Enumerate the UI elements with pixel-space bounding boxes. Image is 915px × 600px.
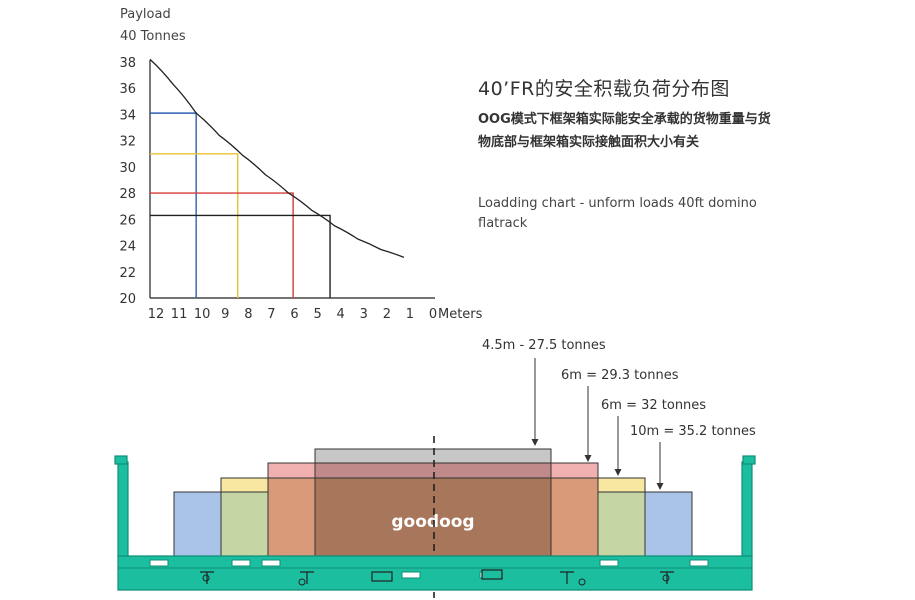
y-tick-label-9: 20 [119,292,136,307]
callout-label-1: 4.5m - 27.5 tonnes [482,338,606,353]
x-tick-label-1: 11 [171,307,188,322]
left-end-post [117,461,129,557]
x-tick-label-7: 5 [313,307,321,322]
cross-member-3 [660,571,674,584]
y-tick-label-2: 34 [119,108,136,123]
marker-guide-1 [150,153,239,298]
bed-slot-2 [261,559,281,567]
overlap-center-brown [314,477,552,557]
fork-pocket-0 [371,571,393,582]
y-tick-label-3: 32 [119,135,136,150]
y-tick-label-0: 38 [119,56,136,71]
y-tick-label-6: 26 [119,213,136,228]
fork-pocket-1 [481,569,503,580]
y-tick-label-1: 36 [119,82,136,97]
x-tick-label-12: 0 [429,307,437,322]
callout-arrow-head-3 [656,483,664,490]
callout-label-2: 6m = 29.3 tonnes [561,368,679,383]
bolt-2 [202,574,210,582]
bolt-1 [578,578,586,586]
overlap-left-orange [267,477,316,557]
bolt-0 [298,578,306,586]
y-axis-unit: 40 Tonnes [120,29,186,44]
callout-label-4: 10m = 35.2 tonnes [630,424,756,439]
x-tick-label-5: 7 [267,307,275,322]
x-tick-label-8: 4 [337,307,345,322]
callout-arrow-head-0 [531,439,539,446]
y-tick-label-4: 30 [119,161,136,176]
x-tick-label-0: 12 [148,307,165,322]
bed-slot-6 [689,559,709,567]
marker-guide-3 [150,214,331,298]
cross-member-2 [560,571,574,584]
overlap-right-green [597,491,646,557]
callout-arrow-head-2 [614,469,622,476]
chart-description: Loadding chart - unform loads 40ft domin… [478,196,757,231]
bed-slot-5 [599,559,619,567]
bed-slot-3 [401,571,421,579]
x-tick-label-11: 1 [406,307,414,322]
x-tick-label-10: 2 [383,307,391,322]
bolt-3 [662,574,670,582]
x-tick-label-3: 9 [221,307,229,322]
callout-arrow-head-1 [584,455,592,462]
cross-member-0 [200,571,214,584]
y-tick-label-8: 22 [119,266,136,281]
flatrack-base [117,555,753,591]
y-axis-title: Payload [120,7,171,22]
callout-label-3: 6m = 32 tonnes [601,398,707,413]
right-post-cap [742,455,756,465]
marker-guide-2 [150,192,294,298]
x-tick-label-9: 3 [360,307,368,322]
y-tick-label-7: 24 [119,240,136,255]
payload-curve [149,58,405,258]
cross-member-1 [300,571,314,584]
overlap-left-green [220,491,269,557]
overlap-right-orange [550,477,599,557]
x-tick-label-6: 6 [290,307,298,322]
goodoog-logo: goodoog [391,512,474,532]
x-tick-label-2: 10 [194,307,211,322]
bed-slot-1 [231,559,251,567]
y-tick-label-5: 28 [119,187,136,202]
page-title: 40’FR的安全积载负荷分布图 [478,78,730,100]
left-post-cap [114,455,128,465]
x-tick-label-4: 8 [244,307,252,322]
right-end-post [741,461,753,557]
x-axis-title: Meters [438,307,483,322]
page-subtitle: OOG模式下框架箱实际能安全承载的货物重量与货物底部与框架箱实际接触面积大小有关 [478,112,771,150]
bed-slot-0 [149,559,169,567]
